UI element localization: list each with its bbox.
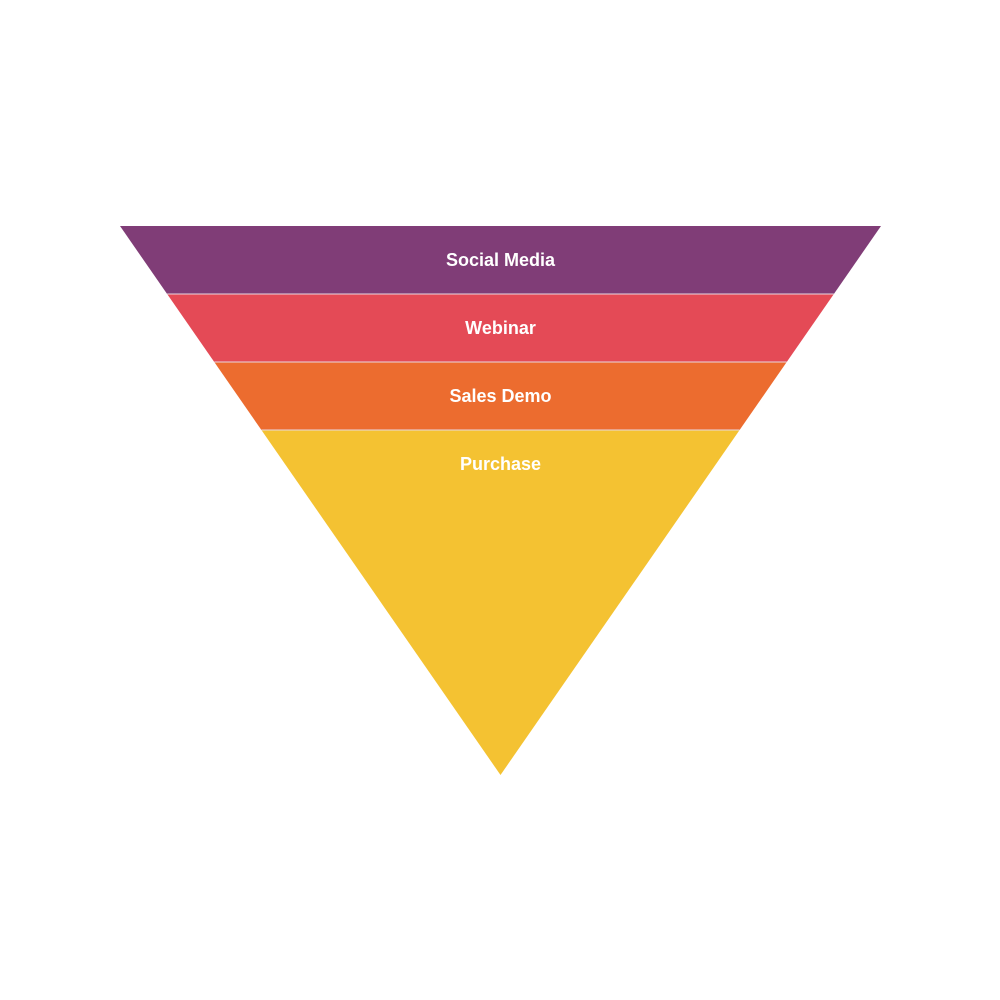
funnel-stage-social-media: [120, 226, 881, 294]
funnel-stage-purchase: [261, 430, 740, 775]
funnel-stage-sales-demo: [214, 362, 787, 430]
funnel-stage-label: Social Media: [446, 250, 556, 270]
funnel-stage-label: Purchase: [460, 454, 541, 474]
funnel-stage-webinar: [167, 294, 834, 362]
funnel-stage-label: Sales Demo: [449, 386, 551, 406]
funnel-stage-label: Webinar: [465, 318, 536, 338]
